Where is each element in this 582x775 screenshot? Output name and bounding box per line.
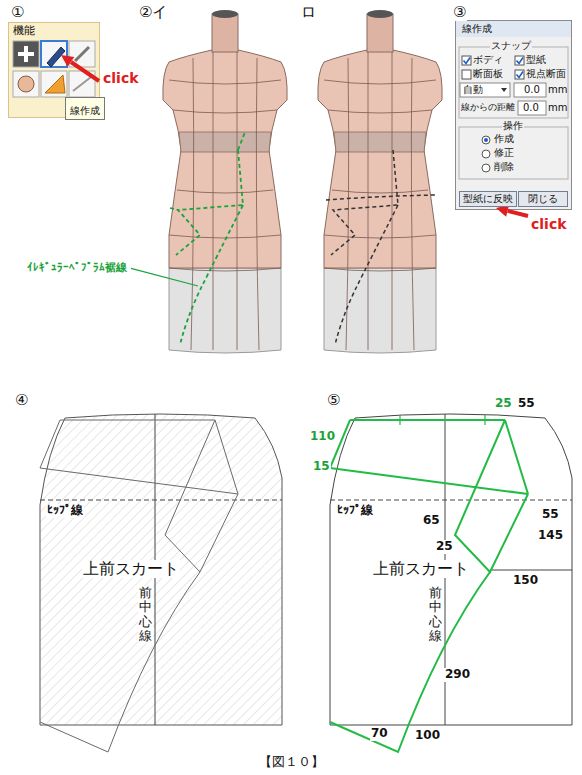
group-frame [459,127,568,179]
checkbox [515,70,524,79]
dropdown-arrow [501,88,507,92]
dimension: 55 [541,508,560,522]
node-text: 修正 [494,147,514,159]
checkbox [515,56,524,65]
panel-number: ③ [452,4,467,21]
hand-icon [18,76,34,92]
node-text: 0.0 [524,84,540,96]
node-text: 断面板 [473,68,503,80]
dimension: 70 [370,727,389,741]
radio-button [482,164,490,172]
dimension: 15 [312,460,331,474]
tool-icon [41,41,67,67]
dimension: 55 [517,397,536,411]
checkmark [517,58,524,64]
checkmark [464,58,471,64]
panel-number: ②イ [138,4,168,21]
tool-icon [13,41,39,67]
node-text: 上前スカート [372,560,470,578]
caption: 【図１０】 [259,754,324,769]
vertical-label: 前中心線 [138,586,153,643]
radio-dot [484,138,488,142]
checkmark [517,72,524,78]
click-arrow [71,62,99,81]
panel-number: ① [10,4,25,21]
tool-icon [75,47,89,61]
leader-line [131,268,198,286]
tool-icon [73,77,91,91]
checkbox [462,56,471,65]
node-text: 自動 [463,84,483,96]
caption-row: 【図１０】 [0,752,582,770]
dimension: 25 [435,540,454,554]
node-text: 型紙に反映 [463,193,513,205]
plus-icon [18,46,34,62]
node-text: ﾋｯﾌﾟ線 [46,504,84,518]
title-bar [456,21,571,37]
panel-number: ⑤ [326,392,341,409]
radio-button [482,136,490,144]
vertical-label: 前中心線 [428,586,443,643]
node-text: 作成 [494,133,514,145]
toolbar-panel: 機能線作成 [8,22,100,118]
dimension: 100 [414,729,441,743]
node-text: 型紙 [526,54,546,66]
line-name: ｲﾚｷﾞｭﾗｰﾍﾟﾌﾟﾗﾑ裾線 [26,262,128,275]
node-text: 線からの距離 [461,102,515,112]
node-text: 視点断面 [526,68,566,80]
dialog-button: 閉じる [518,191,568,207]
node-text: 線作成 [462,23,492,35]
radio-button [482,150,490,158]
ruler-icon [45,75,65,93]
pattern-piece: ﾋｯﾌﾟ線上前スカート前中心線 [40,408,282,726]
panel-number: ④ [14,392,29,409]
node-text: ボディ [473,54,503,66]
click-arrow-head [61,55,74,67]
tool-icon [41,71,67,97]
node-text: mm [548,102,567,114]
panel-number: ロ [300,4,317,21]
node-text: 線作成 [70,105,100,117]
input-box [518,101,546,115]
dimension: 65 [422,514,441,528]
node-text: 閉じる [528,193,558,205]
dimension: 25 [494,397,513,411]
dropdown-box [460,83,510,97]
dimension: 290 [444,668,471,682]
group-frame [459,47,568,118]
node-text: mm [548,84,567,96]
checkbox [462,70,471,79]
node-text: 機能 [13,25,35,38]
dimension: 150 [512,574,539,588]
click-note: click [530,216,568,232]
node-text: 削除 [494,161,514,173]
click-note: click [102,70,140,86]
tool-icon [13,71,39,97]
input-box [514,83,546,97]
node-text: 上前スカート [82,560,180,578]
node-text: 操作 [502,120,524,132]
dialog-button: 型紙に反映 [459,191,517,207]
tooltip: 線作成 [65,97,105,120]
dialog-window: 線作成スナップボディ 型紙断面板 視点断面自動 0.0 mm 線からの距離 0.0 mm 操作作… [455,20,572,210]
node-text: 0.0 [523,102,539,114]
dimension: 110 [309,430,336,444]
dimension: 145 [537,529,564,543]
click-arrow [508,211,528,216]
node-text: スナップ [490,40,532,52]
node-text: ﾋｯﾌﾟ線 [336,504,374,518]
